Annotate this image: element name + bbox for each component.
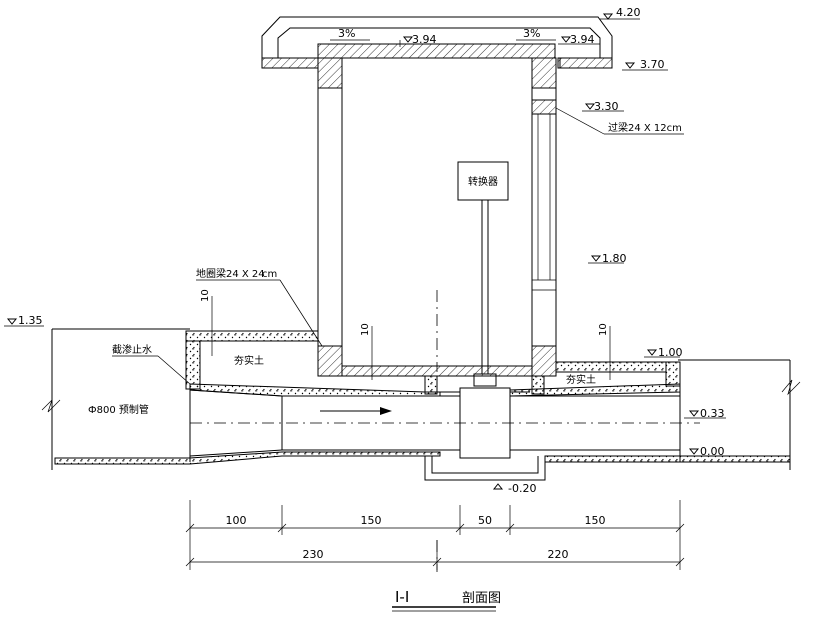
slope-labels: 3% 3% — [330, 27, 556, 41]
converter-label: 转换器 — [468, 175, 498, 188]
annotations: 过梁24 X 12cm 地圈梁24 X 24 cm 截渗止水 夯实土 夯实土 Ф… — [88, 107, 684, 416]
level-mid: 1.80 — [602, 252, 627, 265]
pipe-label: Ф800 预制管 — [88, 403, 149, 416]
pit — [424, 456, 546, 481]
level-marks: 4.20 3.94 3.94 3.70 3.30 1.80 1.35 1.00 … — [4, 6, 726, 495]
mid-right-thickness: 10 — [598, 323, 609, 336]
drawing-title: I-I 剖面图 — [392, 588, 501, 612]
level-roof-left: 3.94 — [412, 33, 437, 46]
dim-230: 230 — [303, 548, 324, 561]
soil-right-label: 夯实土 — [566, 373, 596, 386]
level-pit-bottom: -0.20 — [508, 482, 536, 495]
dimensions: 100 150 50 150 230 220 — [185, 500, 685, 570]
level-pipe-center: 0.33 — [700, 407, 725, 420]
level-floor: 1.00 — [658, 346, 683, 359]
slope-right: 3% — [523, 27, 540, 40]
waterproof-label: 截渗止水 — [112, 343, 152, 356]
title-name: 剖面图 — [462, 591, 501, 606]
dim-150-left: 150 — [361, 514, 382, 527]
level-beam: 3.30 — [594, 100, 619, 113]
level-pipe-bottom: 0.00 — [700, 445, 725, 458]
pipe — [54, 383, 791, 465]
house-walls — [317, 57, 557, 347]
ground-beam-label: 地圈梁24 X 24 — [196, 267, 265, 280]
slope-left: 3% — [338, 27, 355, 40]
mid-left-thickness: 10 — [360, 323, 371, 336]
level-ground-left: 1.35 — [18, 314, 43, 327]
valve — [440, 200, 530, 459]
level-top: 4.20 — [616, 6, 641, 19]
dim-100: 100 — [226, 514, 247, 527]
soil-left-label: 夯实土 — [234, 354, 264, 367]
lintel-label: 过梁24 X 12cm — [608, 121, 682, 134]
roof-slab — [261, 16, 613, 69]
ground-lines — [41, 328, 801, 470]
level-eave: 3.70 — [640, 58, 665, 71]
dim-50: 50 — [478, 514, 492, 527]
dim-150-right: 150 — [585, 514, 606, 527]
left-wall-thickness: 10 — [200, 289, 211, 302]
level-roof-right: 3.94 — [570, 33, 595, 46]
section-mark: I-I — [395, 588, 409, 606]
converter: 转换器 — [457, 161, 509, 201]
ground-beam-unit: cm — [262, 269, 277, 280]
dim-220: 220 — [548, 548, 569, 561]
